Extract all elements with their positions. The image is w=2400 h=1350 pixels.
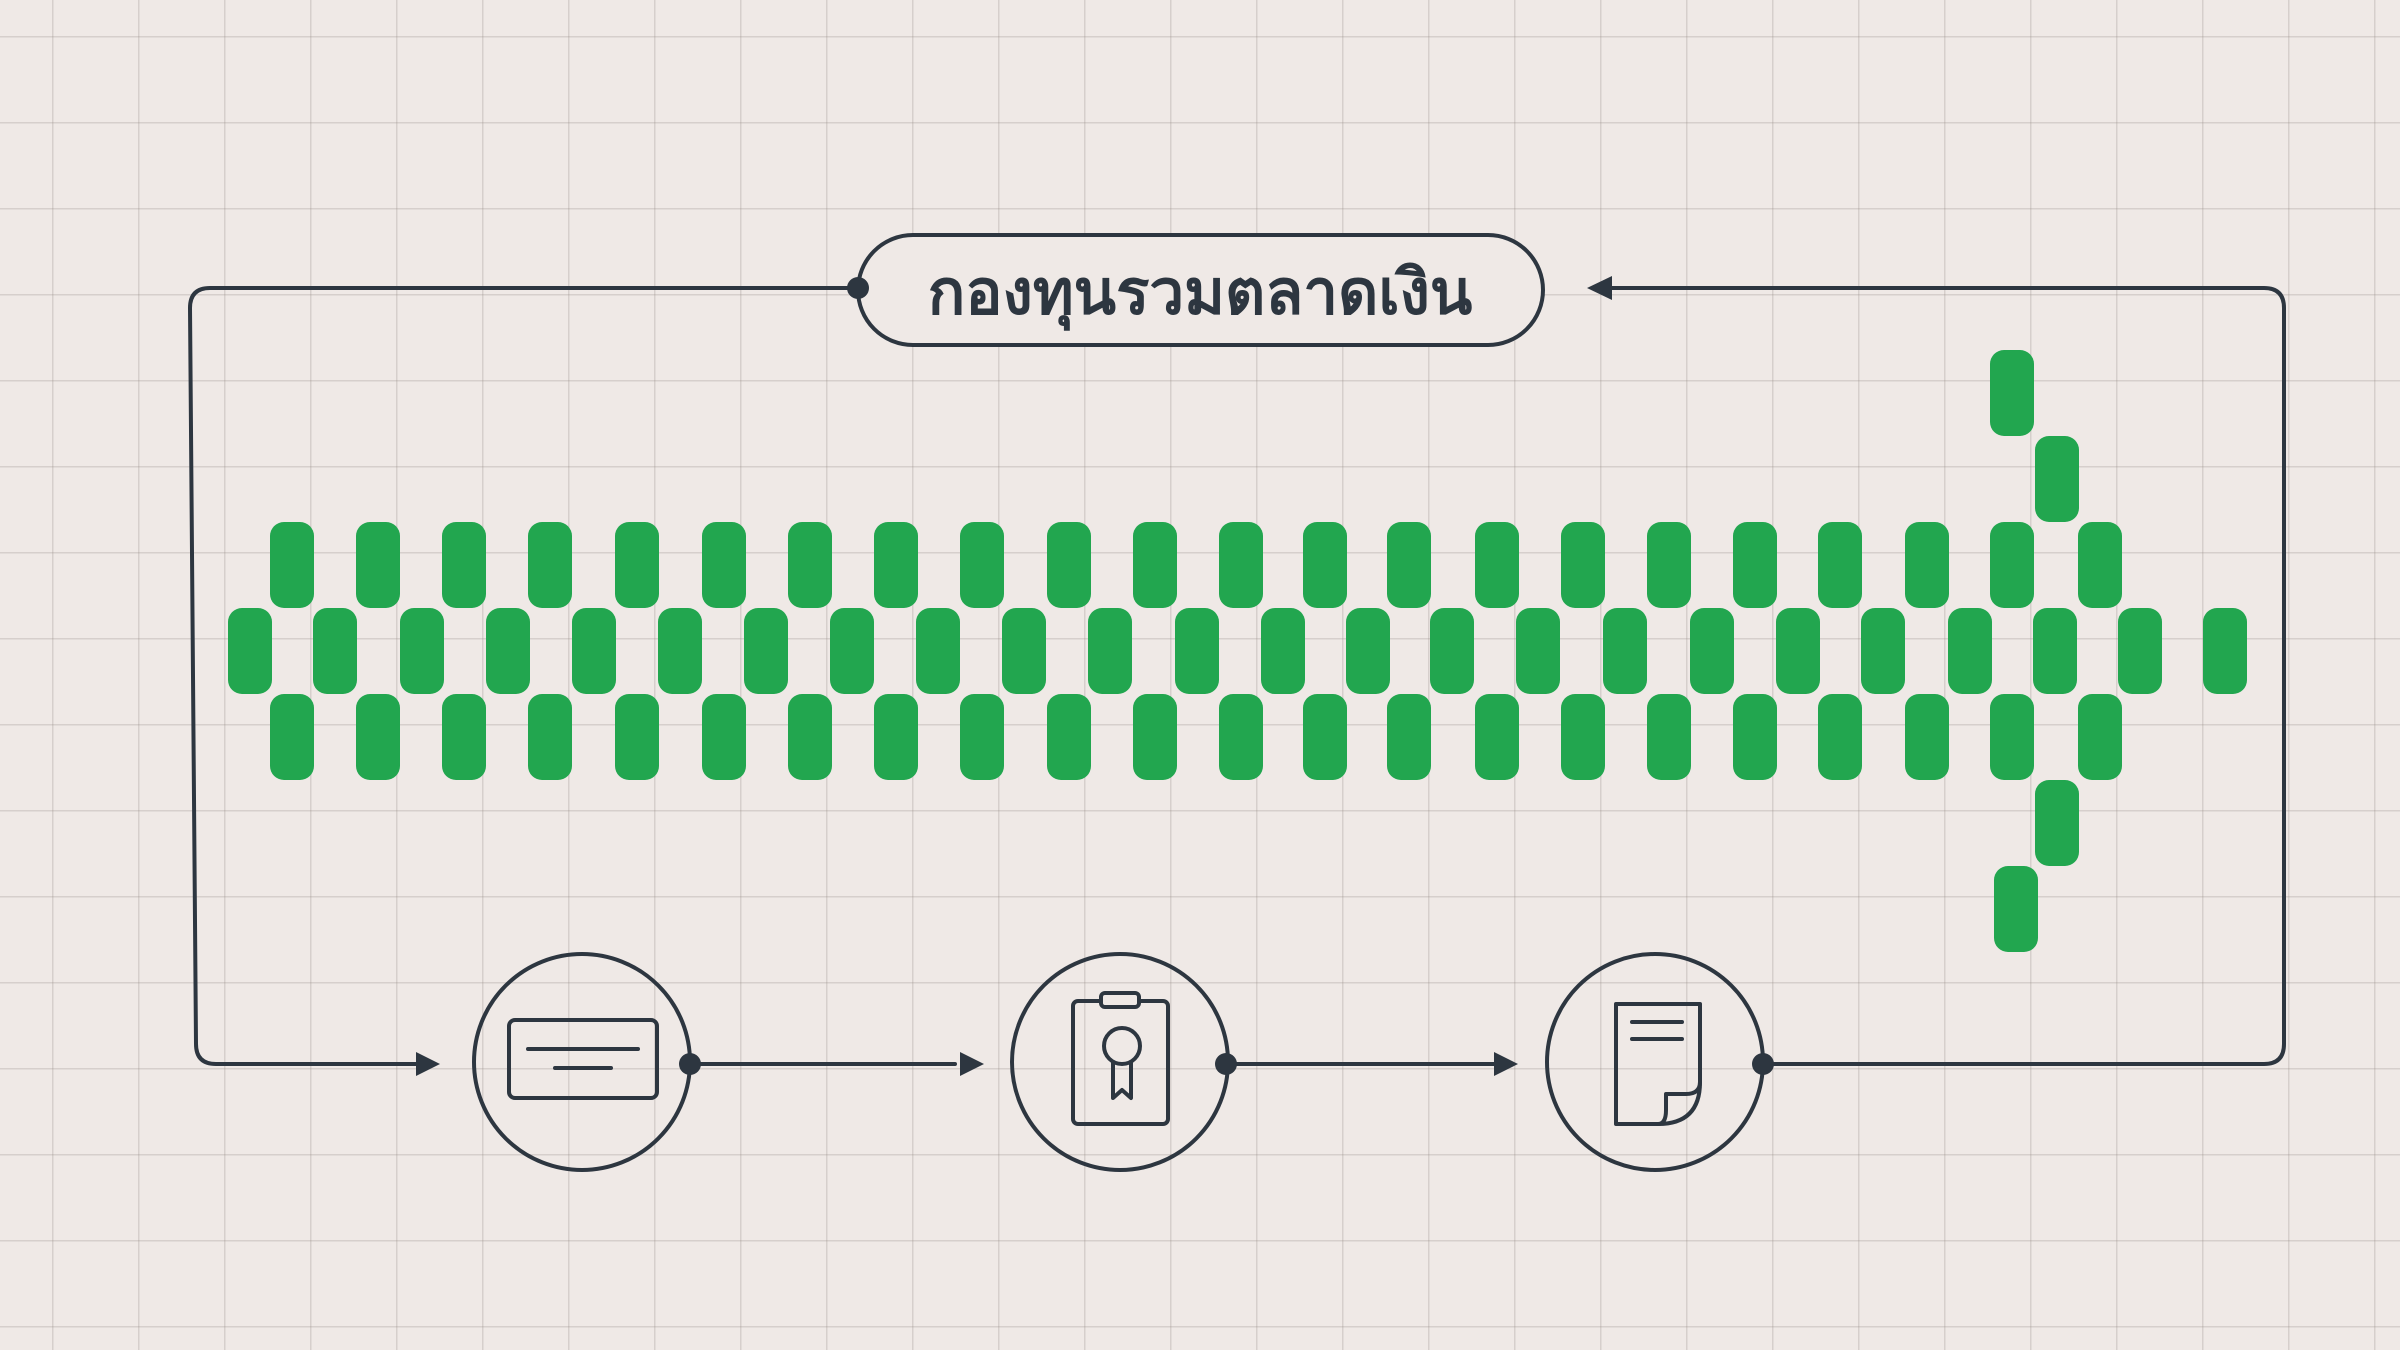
document-icon xyxy=(1614,1002,1702,1126)
arrowhead-into-node-1 xyxy=(416,1052,440,1076)
flow-node-3 xyxy=(1545,952,1765,1172)
green-pill-arrow xyxy=(228,350,2247,952)
arrow-pill xyxy=(1047,694,1091,780)
arrow-pill xyxy=(2078,694,2122,780)
page-title: กองทุนรวมตลาดเงิน xyxy=(928,256,1472,331)
ticket-icon xyxy=(507,1018,659,1100)
arrow-pill xyxy=(356,522,400,608)
arrow-pill xyxy=(1561,694,1605,780)
arrow-pill xyxy=(1994,866,2038,952)
arrow-pill xyxy=(1219,522,1263,608)
node-1-out-dot xyxy=(679,1053,701,1075)
arrowhead-into-title xyxy=(1587,276,1612,300)
arrow-pill xyxy=(400,608,444,694)
title-pill: กองทุนรวมตลาดเงิน xyxy=(856,233,1545,347)
arrow-pill xyxy=(1219,694,1263,780)
arrow-pill xyxy=(1733,522,1777,608)
arrow-pill xyxy=(1047,522,1091,608)
flow-node-2 xyxy=(1010,952,1230,1172)
arrow-pill xyxy=(1990,350,2034,436)
arrow-pill xyxy=(270,522,314,608)
arrow-pill xyxy=(1261,608,1305,694)
arrow-pill xyxy=(2035,436,2079,522)
arrow-pill xyxy=(1561,522,1605,608)
arrow-pill xyxy=(1303,694,1347,780)
arrow-pill xyxy=(1088,608,1132,694)
arrow-pill xyxy=(1905,522,1949,608)
arrow-pill xyxy=(960,694,1004,780)
arrow-pill xyxy=(1346,608,1390,694)
arrow-pill xyxy=(702,694,746,780)
arrow-pill xyxy=(2078,522,2122,608)
flow-node-1 xyxy=(472,952,692,1172)
arrow-pill xyxy=(270,694,314,780)
arrow-pill xyxy=(788,694,832,780)
arrow-pill xyxy=(788,522,832,608)
arrow-pill xyxy=(1647,694,1691,780)
arrow-pill xyxy=(486,608,530,694)
arrow-pill xyxy=(228,608,272,694)
arrow-pill xyxy=(1647,522,1691,608)
arrow-pill xyxy=(313,608,357,694)
arrow-pill xyxy=(874,694,918,780)
arrow-pill xyxy=(1603,608,1647,694)
loop-right-line xyxy=(1603,286,2286,1066)
arrow-pill xyxy=(744,608,788,694)
arrow-pill xyxy=(1475,694,1519,780)
arrow-pill xyxy=(1303,522,1347,608)
arrow-pill xyxy=(702,522,746,608)
arrow-pill xyxy=(1387,694,1431,780)
arrow-pill xyxy=(1516,608,1560,694)
cycle-loop xyxy=(188,286,2286,1066)
loop-left-line xyxy=(188,286,860,1066)
arrow-pill xyxy=(528,522,572,608)
arrow-pill xyxy=(2203,608,2247,694)
arrow-pill xyxy=(1990,694,2034,780)
arrow-pill xyxy=(830,608,874,694)
arrow-pill xyxy=(572,608,616,694)
arrow-pill xyxy=(1776,608,1820,694)
arrowhead-into-node-2 xyxy=(960,1052,984,1076)
arrow-pill xyxy=(1133,694,1177,780)
arrow-pill xyxy=(1387,522,1431,608)
node-3-out-dot xyxy=(1752,1053,1774,1075)
arrow-pill xyxy=(1175,608,1219,694)
arrow-pill xyxy=(1905,694,1949,780)
arrow-pill xyxy=(442,694,486,780)
arrow-pill xyxy=(2035,780,2079,866)
arrowhead-into-node-3 xyxy=(1494,1052,1518,1076)
arrow-pill xyxy=(658,608,702,694)
arrow-pill xyxy=(1818,522,1862,608)
node-2-out-dot xyxy=(1215,1053,1237,1075)
arrow-pill xyxy=(1818,694,1862,780)
arrow-pill xyxy=(1861,608,1905,694)
arrow-pill xyxy=(1430,608,1474,694)
arrow-pill xyxy=(874,522,918,608)
arrow-pill xyxy=(960,522,1004,608)
certificate-icon xyxy=(1071,991,1170,1126)
arrow-pill xyxy=(615,694,659,780)
arrow-pill xyxy=(2118,608,2162,694)
title-anchor-dot xyxy=(847,277,869,299)
arrow-pill xyxy=(1733,694,1777,780)
arrow-pill xyxy=(1475,522,1519,608)
arrow-pill xyxy=(1133,522,1177,608)
arrow-pill xyxy=(615,522,659,608)
arrow-pill xyxy=(442,522,486,608)
arrow-pill xyxy=(2033,608,2077,694)
arrow-pill xyxy=(1990,522,2034,608)
arrow-pill xyxy=(528,694,572,780)
arrow-pill xyxy=(1690,608,1734,694)
arrowheads xyxy=(416,276,1612,1076)
connector-dots xyxy=(679,277,1774,1075)
arrow-pill xyxy=(916,608,960,694)
arrow-pill xyxy=(356,694,400,780)
arrow-pill xyxy=(1948,608,1992,694)
arrow-pill xyxy=(1002,608,1046,694)
